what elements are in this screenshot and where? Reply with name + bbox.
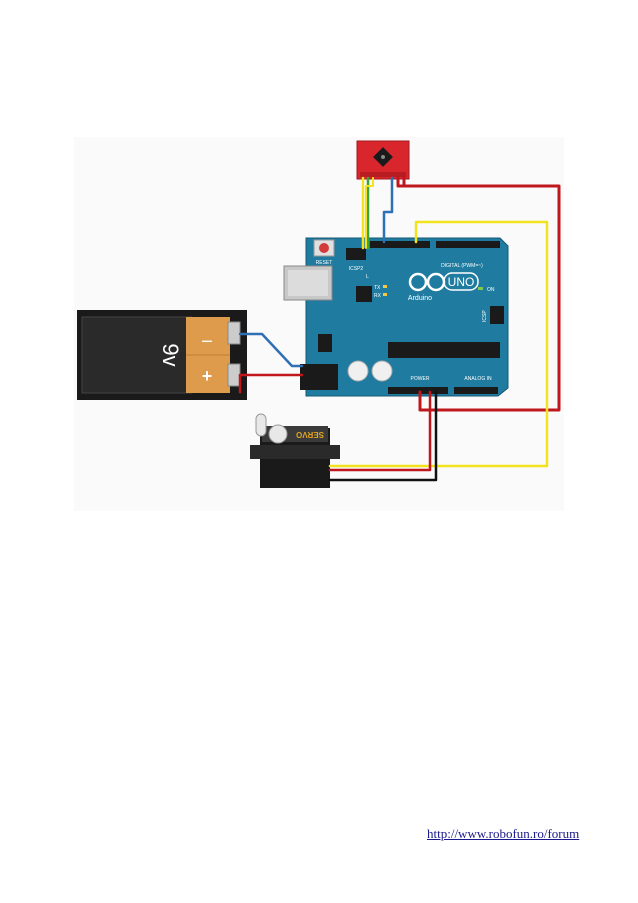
logo-uno-outline [443, 272, 479, 291]
battery-plus-label: + [202, 366, 213, 386]
battery: − + 9v [77, 310, 247, 400]
logo-brand-label: Arduino [408, 295, 432, 302]
power-jack [300, 364, 338, 390]
sensor-pin-row [360, 172, 406, 177]
analog-header [454, 387, 498, 394]
led-tx-label: TX [374, 285, 381, 291]
on-led [478, 287, 483, 290]
power-label: POWER [411, 376, 430, 382]
accelerometer-sensor [356, 140, 410, 180]
rx-led [383, 293, 387, 296]
battery-minus-label: − [201, 331, 213, 353]
footer-url-link[interactable]: http://www.robofun.ro/forum [427, 826, 580, 841]
servo-horn-disc [268, 424, 288, 444]
led-l-label: L [366, 274, 369, 280]
voltage-regulator [318, 334, 332, 352]
tx-led [383, 285, 387, 288]
logo-uno-label: UNO [448, 275, 475, 289]
wire-battery-negative [238, 332, 304, 368]
led-rx-label: RX [374, 293, 382, 299]
battery-terminal-plus [227, 363, 241, 387]
servo: SERVO [250, 413, 340, 488]
wire-servo-ground [328, 390, 438, 482]
sensor-chip-dot [381, 155, 385, 159]
logo-ring-left [408, 272, 428, 292]
analog-label: ANALOG IN [464, 376, 492, 382]
servo-mount-tabs [250, 445, 340, 459]
wire-sensor-blue [382, 176, 394, 244]
battery-black-section [81, 316, 193, 394]
wire-sensor-yellow2 [365, 177, 374, 249]
wires [238, 176, 561, 482]
servo-horn-arm [255, 413, 267, 437]
digital-header-left [370, 241, 430, 248]
capacitor-right [371, 360, 393, 382]
arduino-board: RESET ICSP2 L TX RX UNO Arduino ON ICSP [283, 237, 509, 397]
battery-voltage-label: 9v [158, 343, 183, 366]
reset-button-cap [319, 243, 329, 253]
servo-label: SERVO [296, 430, 324, 439]
usb-chip [356, 286, 372, 302]
icsp2-label: ICSP2 [349, 266, 364, 272]
battery-terminal-minus [227, 321, 241, 345]
capacitor-left [347, 360, 369, 382]
reset-label: RESET [316, 260, 333, 266]
usb-port-inner [288, 270, 328, 296]
wire-sensor-red [396, 176, 561, 412]
digital-label: DIGITAL (PWM=~) [441, 263, 483, 269]
icsp-label: ICSP [482, 310, 488, 322]
wire-servo-signal [328, 220, 549, 468]
icsp2-header [346, 248, 366, 260]
power-header [388, 387, 448, 394]
on-label: ON [487, 287, 495, 293]
atmega-chip [388, 342, 500, 358]
arduino-logo: UNO Arduino [408, 272, 479, 302]
icsp-header [490, 306, 504, 324]
wire-servo-power [328, 390, 432, 472]
digital-header-right [436, 241, 500, 248]
